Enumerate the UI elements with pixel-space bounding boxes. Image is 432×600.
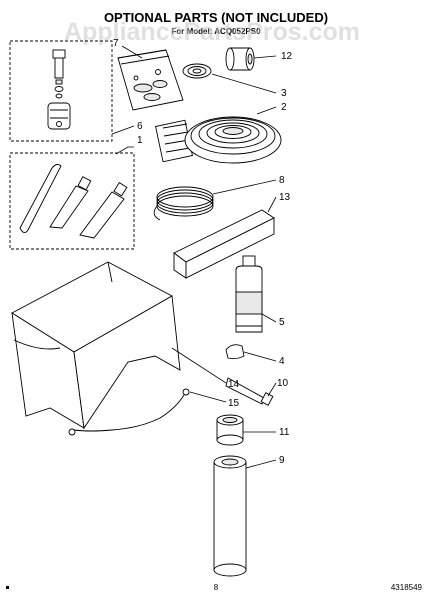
page-title: OPTIONAL PARTS (NOT INCLUDED) bbox=[104, 10, 328, 25]
part-foam-block bbox=[173, 209, 275, 279]
callout-15: 15 bbox=[228, 398, 240, 409]
part-spray-can bbox=[213, 455, 247, 577]
part-strap-cord bbox=[68, 388, 190, 436]
part-sealant-tube-b bbox=[79, 182, 128, 239]
callout-10: 10 bbox=[277, 378, 289, 389]
watermark: AppliancePartsPros.com bbox=[64, 18, 360, 46]
part-small-tube bbox=[225, 377, 274, 406]
callout-6: 6 bbox=[137, 121, 143, 132]
callout-7: 7 bbox=[113, 38, 119, 49]
part-small-knob bbox=[225, 344, 245, 360]
part-hardware-bag bbox=[117, 49, 184, 111]
callout-14: 14 bbox=[228, 379, 240, 390]
part-foam-stick bbox=[19, 163, 62, 233]
callout-9: 9 bbox=[279, 455, 285, 466]
callout-11: 11 bbox=[279, 427, 290, 438]
document-number: 4318549 bbox=[391, 583, 423, 592]
part-cup bbox=[216, 414, 244, 446]
callout-13: 13 bbox=[279, 192, 291, 203]
callout-4: 4 bbox=[279, 356, 285, 367]
part-drain-valve bbox=[47, 49, 71, 130]
part-small-tape-coil bbox=[182, 63, 212, 79]
leader-lines bbox=[111, 45, 277, 469]
part-tape-roll bbox=[225, 47, 255, 71]
corner-mark bbox=[6, 586, 9, 589]
callout-5: 5 bbox=[279, 317, 285, 328]
page-number: 8 bbox=[214, 583, 219, 592]
callout-1: 1 bbox=[137, 135, 143, 146]
group-box-drain-kit bbox=[9, 40, 113, 142]
callout-numbers: 1 2 3 4 5 6 7 8 9 10 11 12 13 14 15 bbox=[113, 38, 293, 466]
callout-2: 2 bbox=[281, 102, 287, 113]
part-cover bbox=[11, 261, 181, 430]
callout-3: 3 bbox=[281, 88, 287, 99]
callout-12: 12 bbox=[281, 51, 293, 62]
part-bottle bbox=[235, 255, 263, 333]
page-subtitle: For Model: ACQ052PS0 bbox=[171, 27, 261, 36]
part-sealant-tube-a bbox=[49, 176, 92, 229]
group-box-seal-kit bbox=[9, 152, 135, 250]
part-foam-seal-coil bbox=[155, 116, 282, 164]
callout-8: 8 bbox=[279, 175, 285, 186]
part-wire-coil bbox=[153, 186, 214, 221]
